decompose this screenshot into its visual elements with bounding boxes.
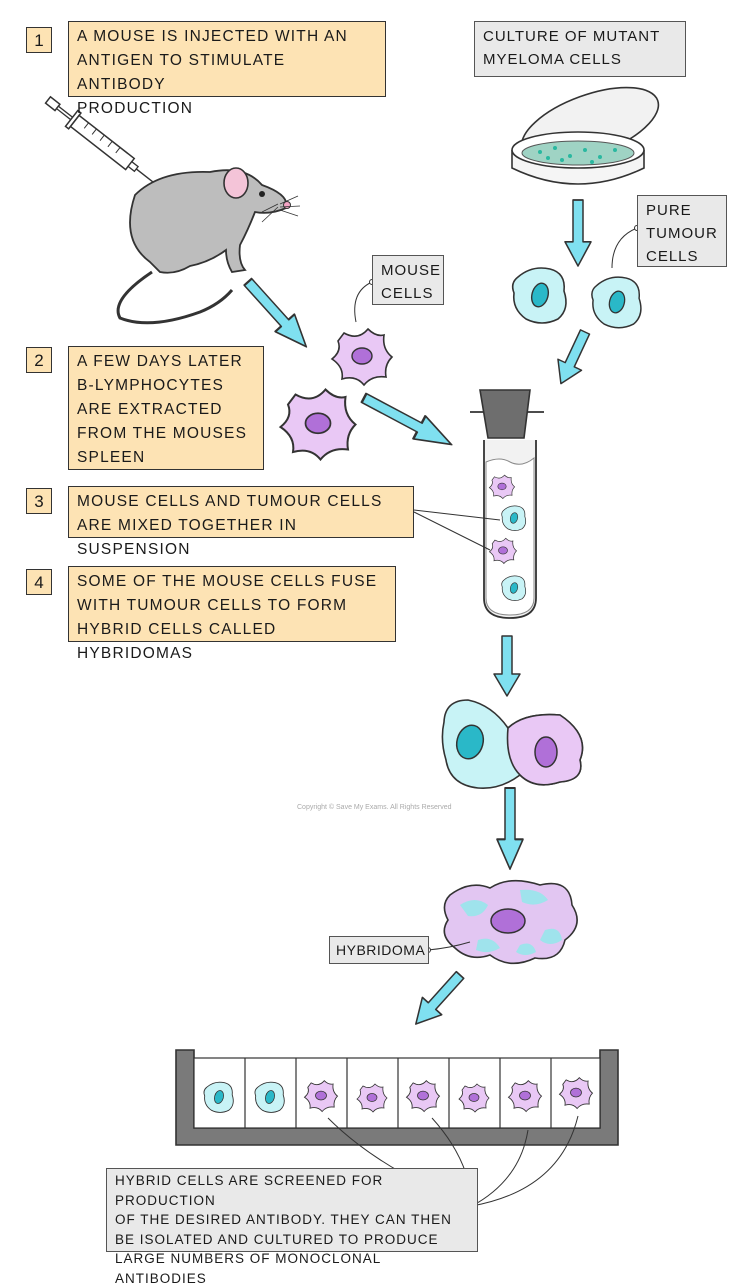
fusing-cells (441, 699, 584, 790)
step-3-number: 3 (26, 488, 52, 514)
arrow-tube-to-fusion (493, 635, 521, 697)
arrow-tumour-to-tube (548, 325, 598, 390)
copyright-notice: Copyright © Save My Exams. All Rights Re… (297, 804, 452, 811)
step-1-number: 1 (26, 27, 52, 53)
arrow-dish-to-tumour (564, 199, 592, 267)
step-4-text: SOME OF THE MOUSE CELLS FUSE WITH TUMOUR… (68, 566, 396, 662)
arrow-mouse-cells-to-tube (356, 385, 459, 458)
screening-label: HYBRID CELLS ARE SCREENED FOR PRODUCTION… (106, 1168, 478, 1286)
hybridoma-label: HYBRIDOMA (329, 936, 429, 964)
culture-label: CULTURE OF MUTANT MYELOMA CELLS (474, 21, 686, 77)
step-4-number: 4 (26, 569, 52, 595)
well-plate-icon (175, 1049, 619, 1146)
tumour-cell (511, 267, 567, 324)
step-2-number: 2 (26, 347, 52, 373)
petri-dish-icon (511, 86, 660, 185)
step-3-text: MOUSE CELLS AND TUMOUR CELLS ARE MIXED T… (68, 486, 414, 558)
mouse-cells-label: MOUSE CELLS (372, 255, 444, 305)
test-tube-icon (470, 389, 544, 619)
mouse-cell (331, 328, 393, 386)
tumour-cell (591, 276, 642, 329)
hybridoma-cell (443, 879, 578, 965)
arrow-fusion-to-hybridoma (495, 786, 525, 871)
arrow-mouse-to-cells (237, 272, 317, 357)
arrow-hybridoma-to-plate (405, 965, 471, 1034)
mouse-icon (116, 167, 301, 325)
mouse-cell (279, 388, 357, 461)
pure-tumour-label: PURE TUMOUR CELLS (637, 195, 727, 267)
step-2-text: A FEW DAYS LATER B-LYMPHOCYTES ARE EXTRA… (68, 346, 264, 470)
step-1-text: A MOUSE IS INJECTED WITH AN ANTIGEN TO S… (68, 21, 386, 117)
